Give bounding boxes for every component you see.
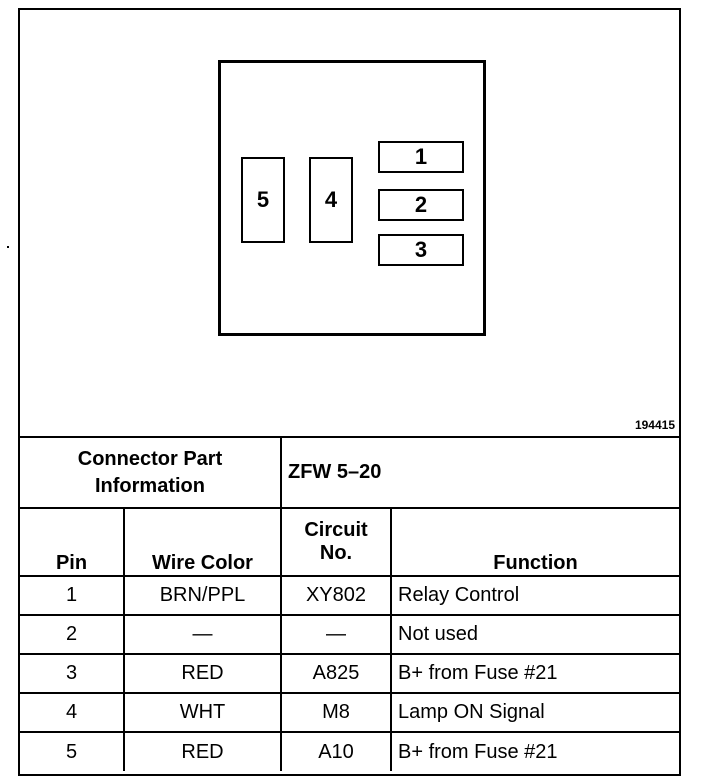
cell-pin: 5 [20, 731, 125, 771]
cell-circuit: M8 [280, 692, 392, 733]
part-info-value: ZFW 5–20 [280, 438, 679, 509]
table-row: 5 RED A10 B+ from Fuse #21 [20, 731, 679, 771]
part-info-label: Connector Part Information [20, 438, 282, 509]
cell-circuit: — [280, 614, 392, 655]
cell-function: Lamp ON Signal [390, 692, 679, 733]
cell-function: Relay Control [390, 575, 679, 616]
stray-dot [7, 246, 9, 248]
table-row: 3 RED A825 B+ from Fuse #21 [20, 653, 679, 694]
connector-diagram: 5 4 1 2 3 194415 [20, 10, 679, 438]
header-function: Function [390, 507, 679, 577]
pin-cavity-5: 5 [241, 157, 285, 243]
part-info-label-line2: Information [95, 474, 205, 497]
cell-circuit: A10 [280, 731, 392, 771]
connector-info-table: Connector Part Information ZFW 5–20 Pin … [20, 438, 679, 771]
column-header-row: Pin Wire Color Circuit No. Function [20, 507, 679, 577]
header-wire-color: Wire Color [123, 507, 282, 577]
cell-wire-color: RED [123, 731, 282, 771]
cell-wire-color: RED [123, 653, 282, 694]
cell-pin: 1 [20, 575, 125, 616]
part-info-row: Connector Part Information ZFW 5–20 [20, 438, 679, 509]
cell-wire-color: WHT [123, 692, 282, 733]
figure-id: 194415 [634, 418, 675, 432]
pin-cavity-3: 3 [378, 234, 464, 266]
cell-wire-color: — [123, 614, 282, 655]
header-circuit: Circuit No. [280, 507, 392, 577]
table-row: 2 — — Not used [20, 614, 679, 655]
header-circuit-line1: Circuit [304, 519, 368, 541]
cell-pin: 3 [20, 653, 125, 694]
cell-function: B+ from Fuse #21 [390, 653, 679, 694]
cell-function: B+ from Fuse #21 [390, 731, 679, 771]
connector-housing: 5 4 1 2 3 [218, 60, 486, 336]
pin-cavity-2: 2 [378, 189, 464, 221]
cell-wire-color: BRN/PPL [123, 575, 282, 616]
header-circuit-line2: No. [319, 542, 353, 564]
cell-pin: 4 [20, 692, 125, 733]
cell-circuit: XY802 [280, 575, 392, 616]
pin-cavity-4: 4 [309, 157, 353, 243]
pin-cavity-1: 1 [378, 141, 464, 173]
header-pin: Pin [20, 507, 125, 577]
table-row: 1 BRN/PPL XY802 Relay Control [20, 575, 679, 616]
cell-function: Not used [390, 614, 679, 655]
table-row: 4 WHT M8 Lamp ON Signal [20, 692, 679, 733]
cell-pin: 2 [20, 614, 125, 655]
part-info-label-line1: Connector Part [77, 447, 223, 470]
cell-circuit: A825 [280, 653, 392, 694]
connector-sheet: 5 4 1 2 3 194415 Connector Part Informat… [18, 8, 681, 776]
